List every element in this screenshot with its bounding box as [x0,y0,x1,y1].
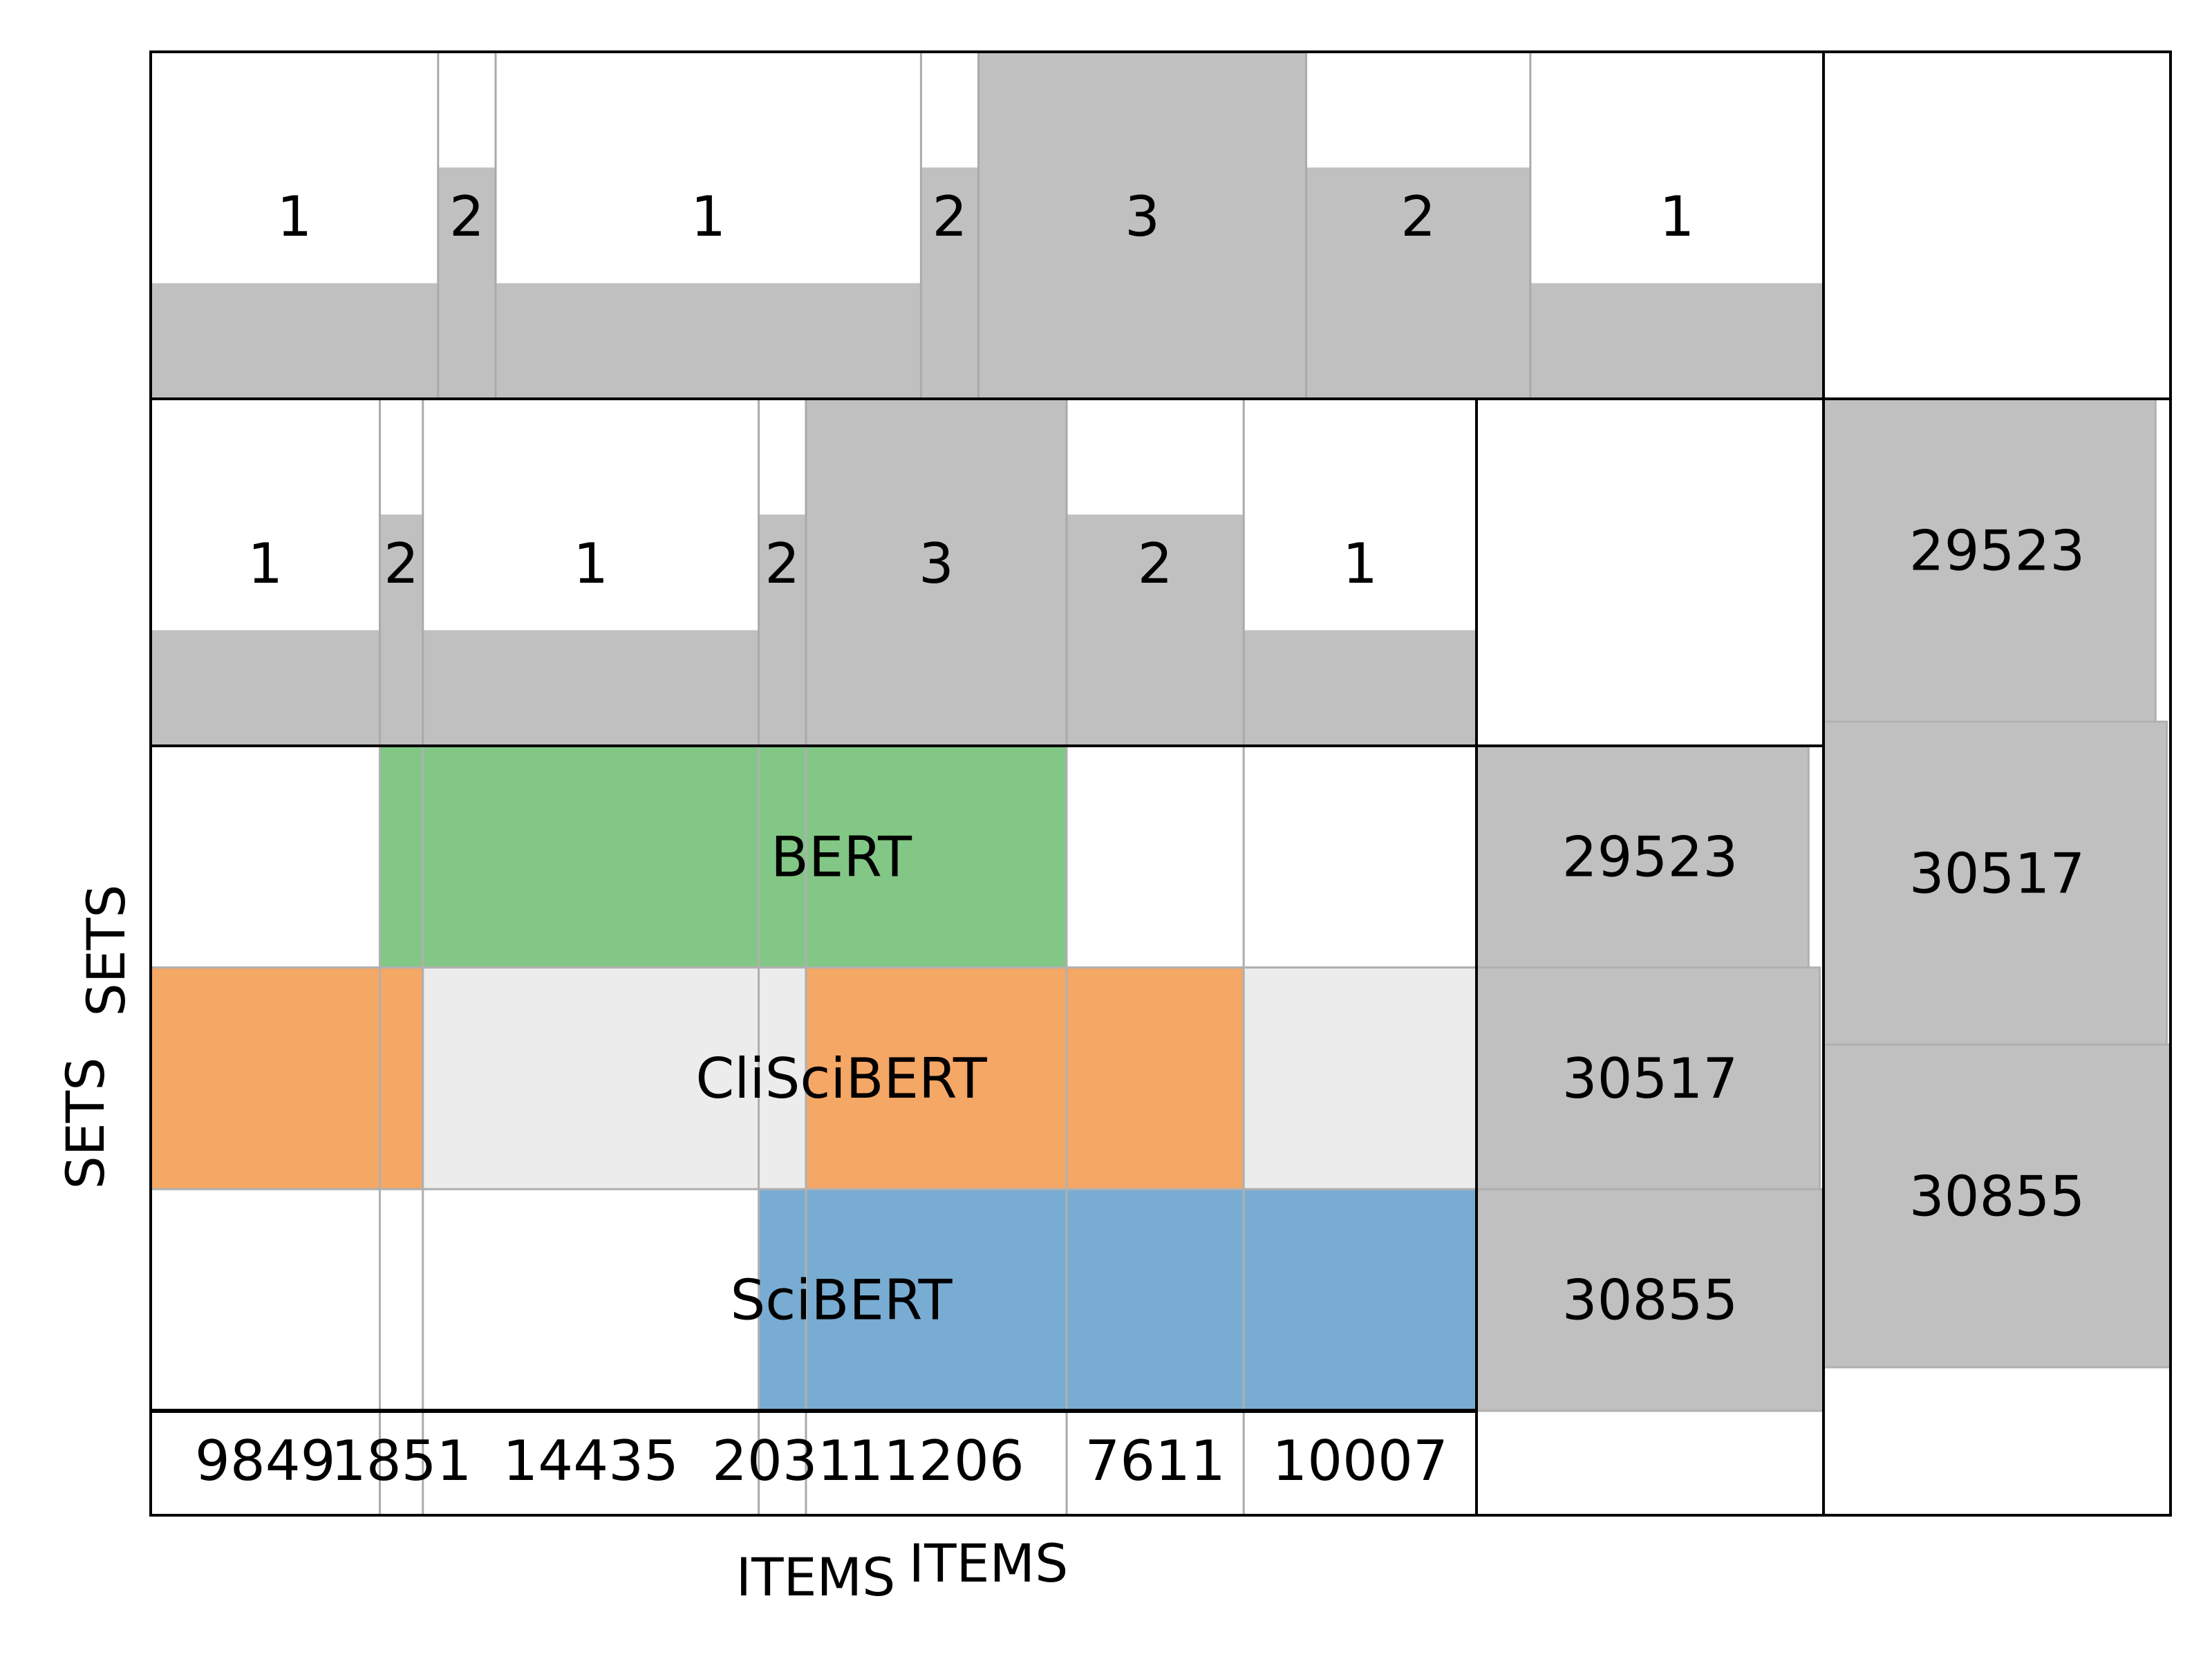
set-size-panel: 29523 30517 30855 [1475,744,1825,1412]
top-degree-panel: 1 2 1 2 3 2 1 [151,52,1824,400]
outer-frame [149,50,2172,1517]
item-count-label: 10007 [1272,1429,1448,1493]
right-set-size-bar [1822,720,2168,1046]
mid-degree-label: 1 [1342,532,1378,596]
right-set-size-label: 29523 [1909,519,2086,583]
set-size-bar [1475,1188,1825,1412]
mid-degree-bar [422,630,759,746]
mid-degree-bar [758,514,806,746]
mid-degree-label: 2 [1138,532,1173,596]
top-degree-bar [438,167,496,400]
set-size-label: 29523 [1562,825,1738,889]
matrix-cell [422,966,760,1190]
top-degree-label: 1 [1659,185,1694,249]
matrix-cell [422,744,760,969]
right-set-size-bar [1822,1043,2172,1369]
top-degree-bar [978,52,1306,399]
matrix-cell [149,744,381,969]
matrix-cell [378,966,424,1190]
set-size-label: 30517 [1562,1047,1738,1111]
matrix-cell [1065,966,1245,1190]
item-count-label: 1851 [331,1429,472,1493]
item-count-label: 2031 [712,1429,853,1493]
set-name-label: CliSciBERT [695,1047,988,1111]
items-axis-label-2: ITEMS [909,1533,1069,1594]
matrix-cell [1065,744,1245,969]
top-degree-bar [151,283,438,399]
top-degree-label: 1 [276,185,312,249]
matrix-cell [1242,966,1478,1190]
matrix-cell [149,966,381,1190]
sets-axis-label-2: SETS [75,885,137,1017]
panel-frames [149,50,2172,1517]
item-count-label: 11206 [848,1429,1024,1493]
top-degree-label: 2 [1400,185,1436,249]
top-degree-bar [1530,283,1824,399]
right-set-size-label: 30855 [1909,1165,2086,1229]
top-degree-bar [1306,167,1530,400]
item-count-label: 9849 [195,1429,336,1493]
matrix-cell [1242,1188,1478,1412]
middle-degree-panel: 1 2 1 2 3 2 1 [151,399,1477,746]
items-axis-label-1: ITEMS [736,1546,896,1608]
right-set-size-label: 30517 [1909,842,2086,906]
matrix-cell [805,966,1068,1190]
top-degree-label: 3 [1125,185,1160,249]
right-set-size-panel: 29523 30517 30855 [1822,397,2172,1369]
mid-degree-bar [1244,630,1477,746]
mid-degree-bar [1067,514,1244,746]
set-size-bar [1475,966,1821,1190]
mid-degree-label: 2 [765,532,800,596]
top-degree-bar [495,283,921,399]
mid-degree-label: 2 [384,532,419,596]
matrix-cell [758,966,807,1190]
matrix-cell [1065,1188,1245,1412]
mid-degree-label: 3 [919,532,954,596]
mid-degree-label: 1 [247,532,283,596]
membership-matrix: BERT CliSciBERT SciBERT [149,744,1478,1412]
matrix-cell [149,1188,381,1412]
matrix-cell [378,1188,424,1412]
mid-degree-bar [151,630,380,746]
item-count-label: 7611 [1085,1429,1226,1493]
sets-axis-label-1: SETS [55,1058,116,1190]
top-degree-label: 2 [932,185,967,249]
item-count-label: 14435 [503,1429,679,1493]
matrix-cell [1242,744,1478,969]
set-size-label: 30855 [1562,1268,1738,1333]
mid-degree-bar [805,399,1067,746]
set-name-label: SciBERT [730,1268,953,1333]
set-name-label: BERT [771,825,912,889]
mid-degree-bar [379,514,423,746]
top-degree-label: 1 [691,185,726,249]
matrix-cell [805,744,1068,969]
matrix-cell [758,744,807,969]
matrix-cell [422,1188,760,1412]
mid-degree-label: 1 [573,532,608,596]
matrix-cell [378,744,424,969]
top-degree-label: 2 [449,185,485,249]
matrix-cell [805,1188,1068,1412]
top-degree-bar [921,167,979,400]
